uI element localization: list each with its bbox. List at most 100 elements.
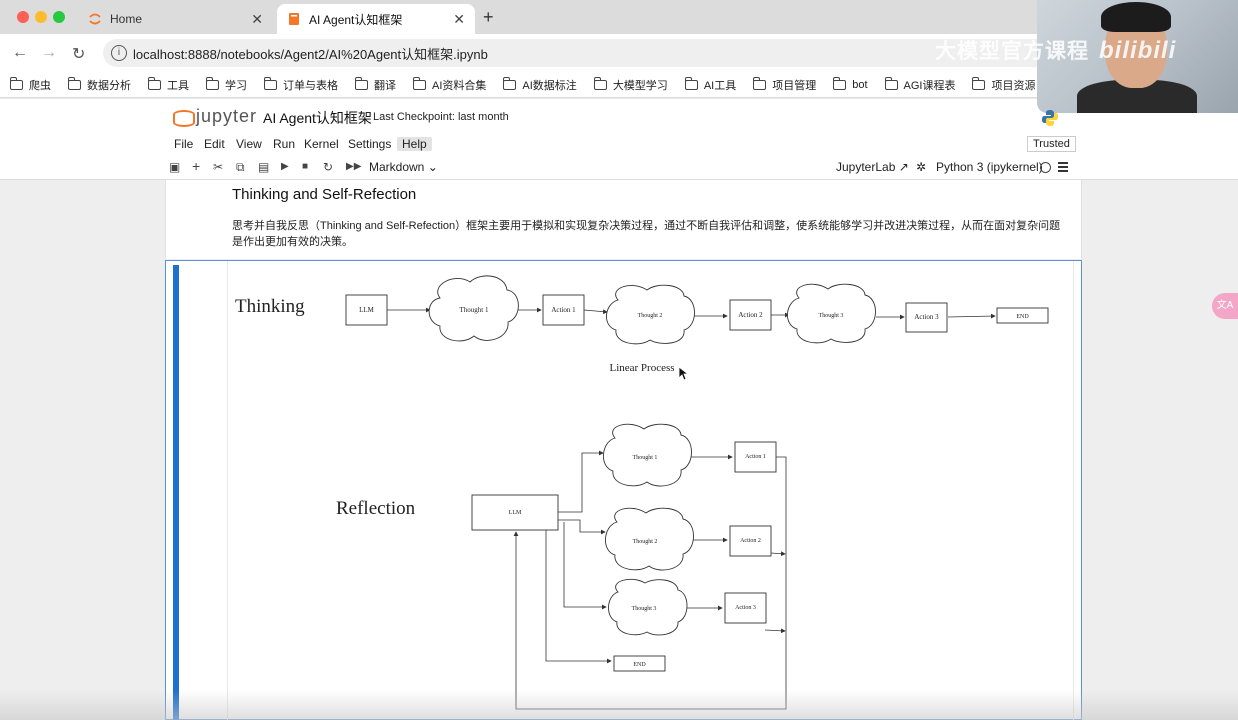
save-icon[interactable]: ▣ — [169, 160, 181, 174]
bookmark-label: AI数据标注 — [522, 79, 577, 92]
menu-run[interactable]: Run — [273, 137, 296, 151]
new-tab-icon[interactable]: + — [483, 7, 494, 27]
notebook-toolbar: ▣ + ✂ ⧉ ▤ ▶ ■ ↻ ▶▶ Markdown ⌄ JupyterLab… — [0, 155, 1238, 180]
bookmark-folder[interactable]: 项目资源 — [972, 76, 1035, 93]
bookmark-folder[interactable]: 大模型学习 — [593, 76, 668, 93]
menu-file[interactable]: File — [174, 137, 194, 151]
paste-icon[interactable]: ▤ — [258, 160, 270, 174]
folder-icon — [413, 76, 426, 90]
menu-edit[interactable]: Edit — [204, 137, 225, 151]
back-arrow-icon[interactable]: ← — [12, 44, 28, 61]
notebook-title[interactable]: AI Agent认知框架 — [263, 110, 372, 126]
minimize-window-button[interactable] — [35, 11, 47, 23]
bookmark-folder[interactable]: AI工具 — [684, 76, 736, 93]
node-label: Thought 3 — [819, 313, 844, 319]
cut-icon[interactable]: ✂ — [213, 160, 224, 174]
node-label: Action 1 — [745, 454, 766, 460]
translate-icon[interactable]: 文A — [1212, 293, 1238, 319]
kernel-name[interactable]: Python 3 (ipykernel) — [936, 160, 1043, 174]
edge-arrow — [764, 628, 786, 634]
jupyter-favicon-icon — [89, 13, 101, 25]
close-window-button[interactable] — [17, 11, 29, 23]
end-node — [996, 307, 1049, 324]
folder-icon — [206, 76, 219, 90]
bookmark-folder[interactable]: 订单与表格 — [264, 76, 338, 93]
folder-icon — [884, 76, 898, 90]
edge-arrow — [563, 522, 607, 610]
restart-icon[interactable]: ↻ — [323, 160, 334, 174]
bookmark-folder[interactable]: bot — [833, 76, 868, 91]
jupyter-logo-icon — [173, 107, 195, 127]
linear-process — [387, 307, 996, 320]
end-node — [613, 655, 666, 672]
folder-icon — [10, 76, 23, 90]
bookmark-label: AGI课程表 — [903, 79, 956, 92]
menu-hamburger-icon[interactable] — [1058, 162, 1068, 172]
bookmark-label: bot — [852, 78, 868, 91]
run-icon[interactable]: ▶ — [281, 161, 289, 172]
node-label: Thought 2 — [638, 313, 663, 319]
close-tab-icon[interactable]: ✕ — [251, 10, 263, 27]
bookmark-folder[interactable]: AI数据标注 — [503, 76, 577, 93]
url-text: localhost:8888/notebooks/Agent2/AI%20Age… — [133, 46, 488, 62]
site-info-icon[interactable]: i — [111, 45, 127, 61]
reload-icon[interactable]: ↻ — [72, 46, 86, 63]
bookmark-folder[interactable]: 工具 — [148, 76, 189, 93]
jupyterlab-link[interactable]: JupyterLab ↗ — [836, 160, 909, 174]
tab-label: AI Agent认知框架 — [309, 12, 403, 27]
bookmark-folder[interactable]: AGI课程表 — [884, 76, 956, 93]
menu-view[interactable]: View — [236, 137, 262, 151]
node-label: Action 2 — [738, 311, 763, 319]
edge-arrow — [947, 313, 996, 319]
action-node — [542, 294, 585, 326]
bookmark-folder[interactable]: AI资料合集 — [413, 76, 486, 93]
forward-arrow-icon[interactable]: → — [41, 44, 57, 61]
copy-icon[interactable]: ⧉ — [236, 160, 245, 174]
linear-caption: Linear Process — [609, 362, 674, 374]
external-link-icon: ↗ — [898, 160, 909, 174]
bookmark-folder[interactable]: 项目管理 — [753, 76, 817, 93]
menu-kernel[interactable]: Kernel — [304, 137, 339, 151]
bookmark-label: 翻译 — [374, 79, 396, 92]
llm-node — [345, 294, 388, 326]
bookmark-label: 大模型学习 — [612, 79, 668, 92]
bookmark-label: 项目管理 — [772, 79, 817, 92]
action-node — [729, 525, 772, 557]
jupyter-logo[interactable]: jupyter — [173, 106, 257, 127]
jupyterlab-label: JupyterLab — [836, 160, 896, 174]
mouse-cursor-icon — [678, 366, 688, 381]
fast-forward-icon[interactable]: ▶▶ — [346, 161, 362, 172]
edge-arrow — [558, 519, 606, 535]
close-tab-icon[interactable]: ✕ — [453, 10, 465, 27]
bookmark-label: 数据分析 — [87, 79, 131, 92]
menu-help[interactable]: Help — [397, 137, 432, 151]
bookmark-label: 工具 — [167, 79, 189, 92]
tab-notebook[interactable]: AI Agent认知框架 ✕ — [277, 4, 475, 34]
tab-home[interactable]: Home ✕ — [78, 4, 273, 34]
folder-icon — [264, 76, 277, 90]
bookmark-folder[interactable]: 翻译 — [355, 76, 396, 93]
thought-cloud — [787, 283, 876, 344]
folder-icon — [503, 76, 517, 90]
add-cell-icon[interactable]: + — [192, 158, 201, 174]
bottom-fade — [0, 690, 1238, 720]
thinking-label: Thinking — [235, 296, 305, 317]
markdown-cell[interactable]: Thinking and Self-Refection 思考并自我反思（Thin… — [165, 180, 1082, 259]
node-label: END — [633, 662, 646, 668]
menu-settings[interactable]: Settings — [348, 137, 392, 151]
presenter-hair — [1101, 2, 1171, 32]
thought-cloud — [605, 507, 694, 571]
trusted-indicator[interactable]: Trusted — [1027, 136, 1076, 152]
maximize-window-button[interactable] — [53, 11, 65, 23]
edge-arrow — [583, 309, 608, 315]
debugger-bug-icon[interactable]: ✲ — [916, 160, 927, 174]
edge-arrow — [770, 551, 786, 557]
bookmark-folder[interactable]: 学习 — [206, 76, 247, 93]
bookmark-folder[interactable]: 爬虫 — [10, 76, 51, 93]
bookmark-folder[interactable]: 数据分析 — [68, 76, 131, 93]
node-label: Action 3 — [735, 605, 756, 611]
cell-type-select[interactable]: Markdown ⌄ — [369, 160, 438, 174]
stop-icon[interactable]: ■ — [302, 161, 309, 172]
